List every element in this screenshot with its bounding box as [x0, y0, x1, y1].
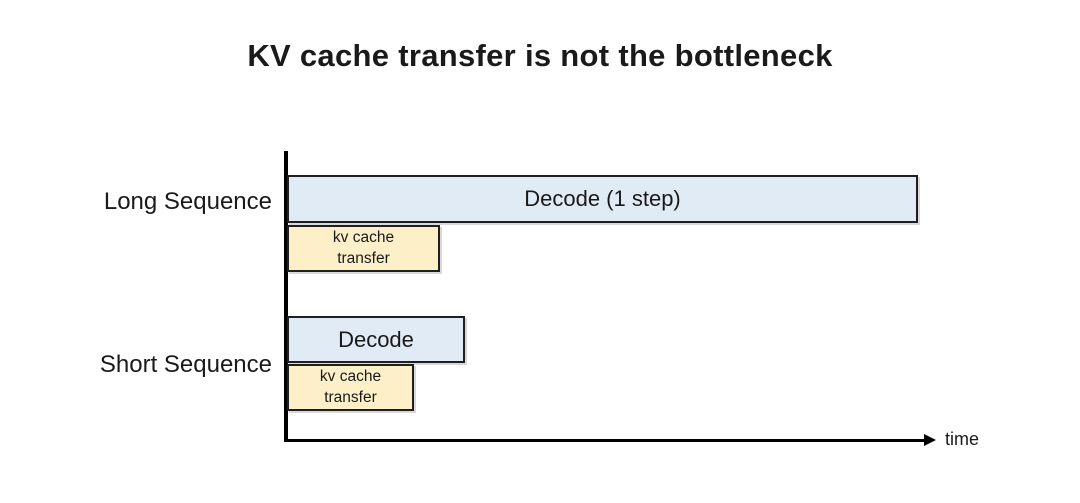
bar-long-kv-label-line2: transfer — [337, 249, 390, 267]
bar-short-sequence-decode-label: Decode — [338, 326, 414, 352]
bar-short-sequence-kv-cache-transfer: kv cache transfer — [287, 364, 414, 411]
y-axis-line — [284, 151, 288, 442]
bar-long-sequence-decode: Decode (1 step) — [287, 175, 918, 223]
bar-long-sequence-decode-label: Decode (1 step) — [524, 186, 681, 211]
x-axis-line — [286, 439, 924, 442]
bar-short-kv-label-line2: transfer — [324, 388, 377, 406]
x-axis-arrowhead-icon — [924, 434, 936, 446]
bar-short-sequence-decode: Decode — [287, 316, 465, 363]
x-axis-time-label: time — [945, 429, 980, 449]
page-title: KV cache transfer is not the bottleneck — [247, 38, 833, 73]
row-label-short-sequence: Short Sequence — [99, 351, 272, 378]
bar-long-sequence-kv-cache-transfer: kv cache transfer — [287, 225, 440, 272]
row-label-long-sequence: Long Sequence — [103, 188, 272, 215]
bar-short-kv-label-line1: kv cache — [319, 368, 382, 386]
bar-long-kv-label-line1: kv cache — [332, 229, 395, 247]
